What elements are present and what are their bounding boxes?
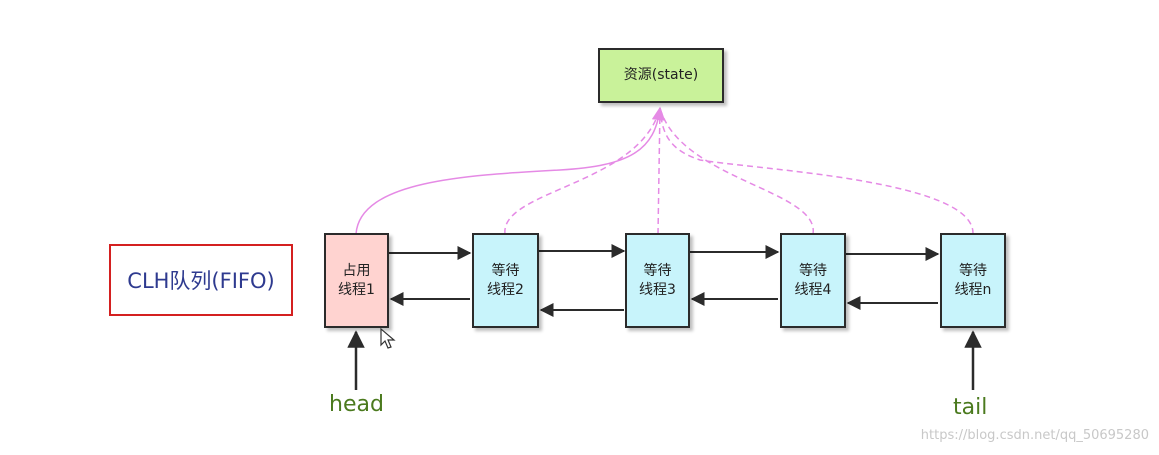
- resource-label: 资源(state): [623, 67, 699, 83]
- holder-to-resource-link: [355, 106, 666, 235]
- queue-node-holder: 占用 线程1: [324, 233, 389, 328]
- mouse-cursor-icon: [380, 327, 396, 354]
- head-pointer-label: head: [329, 392, 384, 417]
- watermark: https://blog.csdn.net/qq_50695280: [920, 428, 1149, 443]
- node-thread: 线程1: [338, 281, 375, 298]
- node-thread: 线程3: [639, 281, 676, 298]
- node-status: 等待: [959, 262, 987, 279]
- node-status: 等待: [643, 262, 672, 279]
- waitern-to-resource-link: [659, 107, 974, 235]
- queue-node-waiting: 等待 线程4: [780, 233, 846, 328]
- queue-node-waiting: 等待 线程2: [472, 233, 539, 328]
- queue-node-waiting: 等待 线程n: [940, 233, 1006, 328]
- waiter3-to-resource-link: [657, 107, 661, 235]
- node-thread: 线程2: [487, 281, 524, 298]
- queue-node-waiting: 等待 线程3: [625, 233, 690, 328]
- tail-pointer-label: tail: [953, 395, 988, 420]
- node-thread: 线程4: [794, 281, 832, 298]
- node-status: 等待: [491, 262, 520, 279]
- node-status: 等待: [799, 262, 827, 279]
- clh-queue-label: CLH队列(FIFO): [109, 244, 293, 316]
- node-status: 占用: [342, 262, 371, 279]
- resource-state-box: 资源(state): [598, 48, 724, 103]
- waiter2-to-resource-link: [504, 107, 661, 235]
- clh-queue-text: CLH队列(FIFO): [127, 269, 275, 293]
- node-thread: 线程n: [954, 281, 992, 298]
